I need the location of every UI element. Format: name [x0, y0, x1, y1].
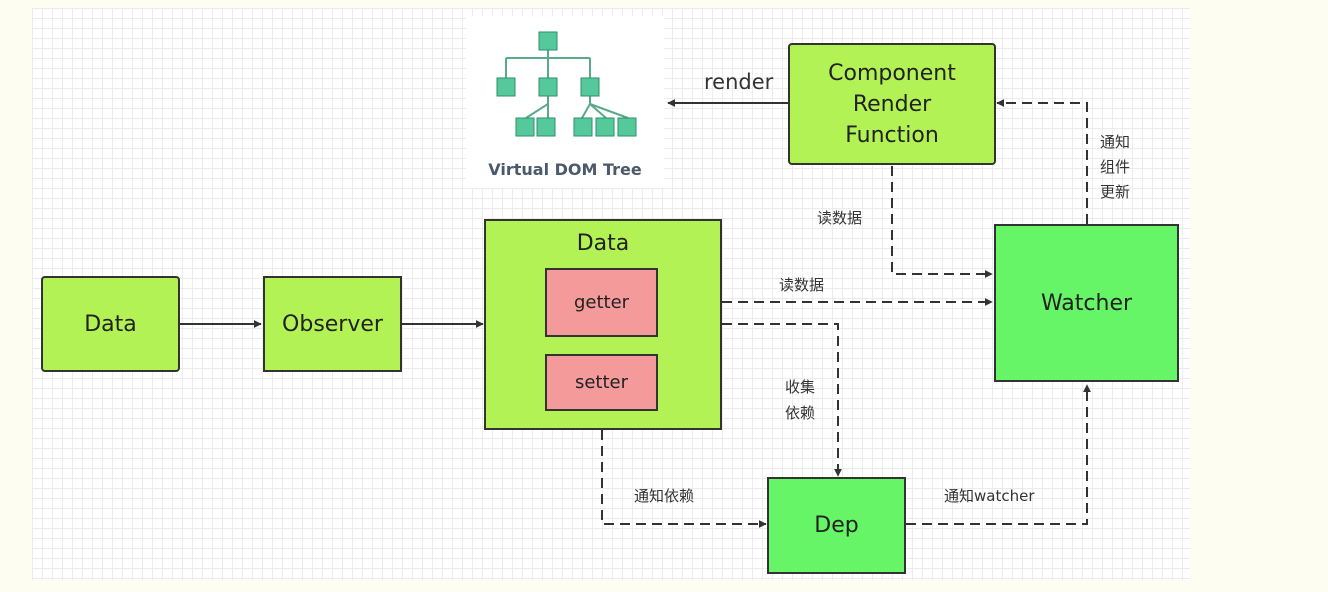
vdom-image-background: [466, 16, 664, 188]
component-render-line-1: Component: [828, 60, 956, 86]
data-source-node: Data: [41, 276, 180, 372]
component-render-node: Component Render Function: [788, 43, 996, 165]
getter-label: getter: [573, 292, 630, 313]
render-edge-label: render: [704, 70, 774, 94]
data-container-label: Data: [576, 231, 630, 256]
notify-component-line-1: 通知: [1100, 133, 1131, 151]
collect-deps-line-2: 依赖: [785, 404, 816, 422]
component-render-line-2: Render: [852, 91, 932, 117]
virtual-dom-tree-icon: [496, 31, 637, 137]
notify-deps-label: 通知依赖: [634, 487, 695, 505]
notify-component-line-2: 组件: [1100, 158, 1131, 176]
collect-deps-label: 收集 依赖: [785, 374, 815, 426]
watcher-label: Watcher: [1040, 290, 1133, 316]
observer-node: Observer: [263, 276, 402, 372]
observer-label: Observer: [282, 311, 383, 337]
getter-node: getter: [545, 268, 658, 337]
notify-component-line-3: 更新: [1100, 183, 1131, 201]
dep-node: Dep: [767, 477, 906, 574]
collect-deps-line-1: 收集: [785, 378, 816, 396]
setter-node: setter: [545, 354, 658, 411]
setter-label: setter: [574, 372, 629, 393]
watcher-node: Watcher: [994, 224, 1179, 382]
vdom-caption: Virtual DOM Tree: [488, 160, 642, 179]
read-data-mid-label: 读数据: [779, 276, 825, 294]
notify-component-label: 通知 组件 更新: [1100, 130, 1130, 205]
dep-label: Dep: [814, 513, 859, 538]
notify-watcher-label: 通知watcher: [944, 487, 1035, 505]
data-source-label: Data: [84, 311, 137, 337]
component-render-line-3: Function: [845, 122, 939, 148]
read-data-top-label: 读数据: [817, 209, 863, 227]
